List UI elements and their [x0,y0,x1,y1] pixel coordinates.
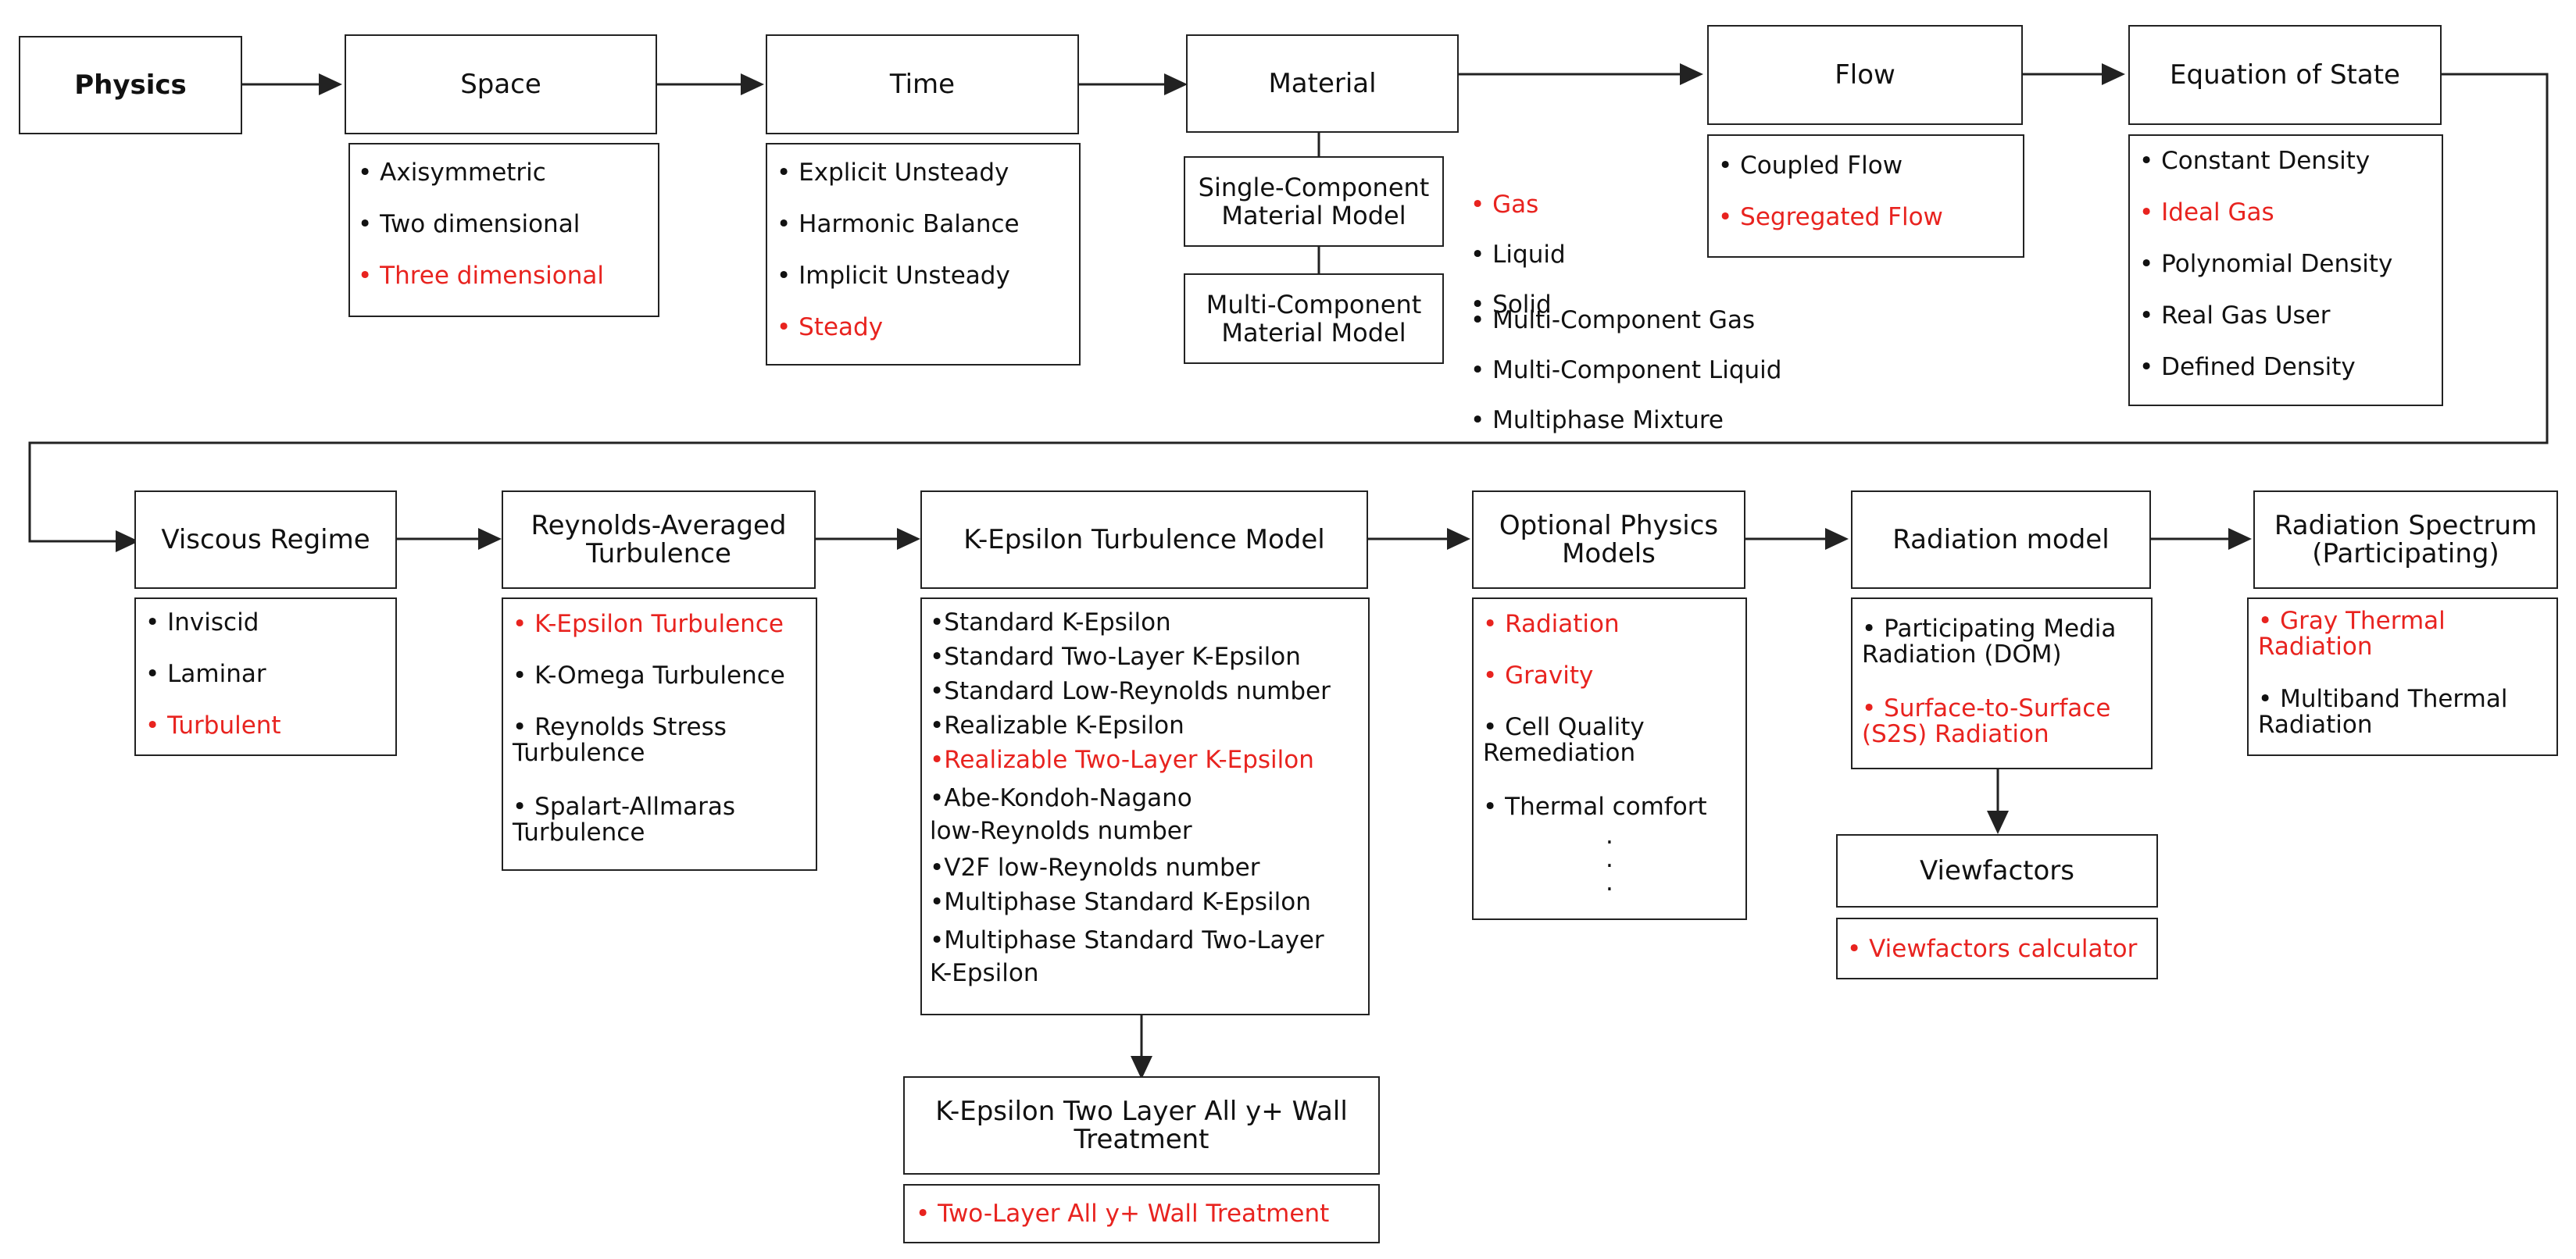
k-epsilon-options: •Standard K-Epsilon •Standard Two-Layer … [920,597,1370,1015]
flow-option-selected: • Segregated Flow [1718,203,1943,231]
k-epsilon-option: •Standard K-Epsilon [930,608,1171,637]
ellipsis-dot: · [1606,852,1613,880]
radiation-model-node: Radiation model [1851,490,2151,589]
rans-option-selected: • K-Epsilon Turbulence [513,610,784,638]
k-epsilon-option: •Multiphase Standard K-Epsilon [930,888,1311,916]
rans-option: • Spalart-Allmaras Turbulence [513,793,736,847]
multi-option: • Multi-Component Gas [1470,306,1756,334]
viewfactors-options: • Viewfactors calculator [1836,918,2158,979]
time-option: • Harmonic Balance [777,210,1020,238]
eos-node: Equation of State [2128,25,2442,125]
k-epsilon-option: •Standard Low-Reynolds number [930,677,1331,705]
multi-option: • Multi-Component Liquid [1470,356,1782,384]
multi-component-node: Multi-Component Material Model [1184,273,1444,364]
single-option: • Solid [1470,291,1552,319]
optional-option: • Cell Quality Remediation [1483,713,1645,767]
radiation-model-options: • Participating Media Radiation (DOM) • … [1851,597,2153,769]
spectrum-option: • Multiband Thermal Radiation [2258,685,2508,739]
multi-option: • Multiphase Mixture [1470,406,1724,434]
viewfactors-option-selected: • Viewfactors calculator [1847,935,2138,963]
physics-node: Physics [19,36,242,134]
optional-option: • Thermal comfort [1483,793,1707,821]
time-option: • Explicit Unsteady [777,159,1009,187]
space-option-selected: • Three dimensional [358,262,604,290]
arrow-material-flow-head [1680,63,1703,85]
space-node: Space [345,34,657,134]
k-epsilon-model-node: K-Epsilon Turbulence Model [920,490,1368,589]
eos-options: • Constant Density • Ideal Gas • Polynom… [2128,134,2443,406]
ellipsis-dot: · [1606,876,1613,904]
arrow-keps-wall-head [1131,1056,1152,1079]
eos-option: • Polynomial Density [2139,250,2393,278]
material-node: Material [1186,34,1459,133]
k-epsilon-option-selected: •Realizable Two-Layer K-Epsilon [930,746,1314,774]
optional-physics-node: Optional Physics Models [1472,490,1745,589]
flow-node: Flow [1707,25,2023,125]
arrow-rans-keps-head [897,528,920,550]
viscous-option-selected: • Turbulent [145,712,281,740]
arrow-time-material-head [1164,73,1188,95]
viewfactors-node: Viewfactors [1836,834,2158,908]
viscous-regime-node: Viscous Regime [134,490,397,589]
arrow-space-time-head [741,73,764,95]
arrow-radiation-viewfactors-head [1987,811,2009,834]
arrow-keps-optional-head [1447,528,1470,550]
eos-option: • Real Gas User [2139,301,2331,330]
single-component-node: Single-Component Material Model [1184,156,1444,247]
wall-treatment-node: K-Epsilon Two Layer All y+ Wall Treatmen… [903,1076,1380,1175]
arrow-wrap-viscous-head [116,530,139,552]
k-epsilon-option: •Multiphase Standard Two-Layer K-Epsilon [930,926,1324,987]
single-component-options: • Gas • Liquid • Solid [1470,167,1566,342]
single-option-selected: • Gas [1470,191,1539,219]
space-option: • Two dimensional [358,210,581,238]
space-option: • Axisymmetric [358,159,546,187]
time-options: • Explicit Unsteady • Harmonic Balance •… [766,143,1081,366]
arrow-radiation-spectrum-head [2228,528,2252,550]
multi-component-options: • Multi-Component Gas • Multi-Component … [1470,283,1781,458]
radiation-option-selected: • Surface-to-Surface (S2S) Radiation [1862,694,2111,748]
rans-node: Reynolds-Averaged Turbulence [502,490,816,589]
time-node: Time [766,34,1079,134]
wrap-line [28,73,2549,543]
space-options: • Axisymmetric • Two dimensional • Three… [348,143,659,317]
eos-option: • Constant Density [2139,147,2371,175]
eos-option: • Defined Density [2139,353,2356,381]
rans-option: • Reynolds Stress Turbulence [513,713,727,767]
flow-options: • Coupled Flow • Segregated Flow [1707,134,2024,258]
eos-option-selected: • Ideal Gas [2139,198,2274,226]
optional-physics-options: • Radiation • Gravity • Cell Quality Rem… [1472,597,1747,920]
k-epsilon-option: •Standard Two-Layer K-Epsilon [930,643,1301,671]
viscous-option: • Laminar [145,660,266,688]
optional-option-selected: • Radiation [1483,610,1620,638]
k-epsilon-option: •Abe-Kondoh-Nagano low-Reynolds number [930,784,1192,845]
time-option: • Implicit Unsteady [777,262,1010,290]
wall-treatment-options: • Two-Layer All y+ Wall Treatment [903,1184,1380,1243]
viscous-options: • Inviscid • Laminar • Turbulent [134,597,397,756]
flow-option: • Coupled Flow [1718,152,1903,180]
optional-option-selected: • Gravity [1483,662,1594,690]
arrow-optional-radiation-head [1825,528,1849,550]
k-epsilon-option: •V2F low-Reynolds number [930,854,1260,882]
radiation-spectrum-node: Radiation Spectrum (Participating) [2253,490,2558,589]
arrow-viscous-rans-head [478,528,502,550]
radiation-option: • Participating Media Radiation (DOM) [1862,615,2117,669]
radiation-spectrum-options: • Gray Thermal Radiation • Multiband The… [2247,597,2558,756]
ellipsis-dot: · [1606,829,1613,857]
k-epsilon-option: •Realizable K-Epsilon [930,712,1184,740]
wall-treatment-option-selected: • Two-Layer All y+ Wall Treatment [916,1200,1330,1228]
rans-option: • K-Omega Turbulence [513,662,785,690]
single-option: • Liquid [1470,241,1566,269]
arrow-physics-space-head [319,73,342,95]
spectrum-option-selected: • Gray Thermal Radiation [2258,607,2446,661]
time-option-selected: • Steady [777,313,884,341]
rans-options: • K-Epsilon Turbulence • K-Omega Turbule… [502,597,817,871]
viscous-option: • Inviscid [145,608,259,637]
arrow-flow-eos-head [2102,63,2125,85]
